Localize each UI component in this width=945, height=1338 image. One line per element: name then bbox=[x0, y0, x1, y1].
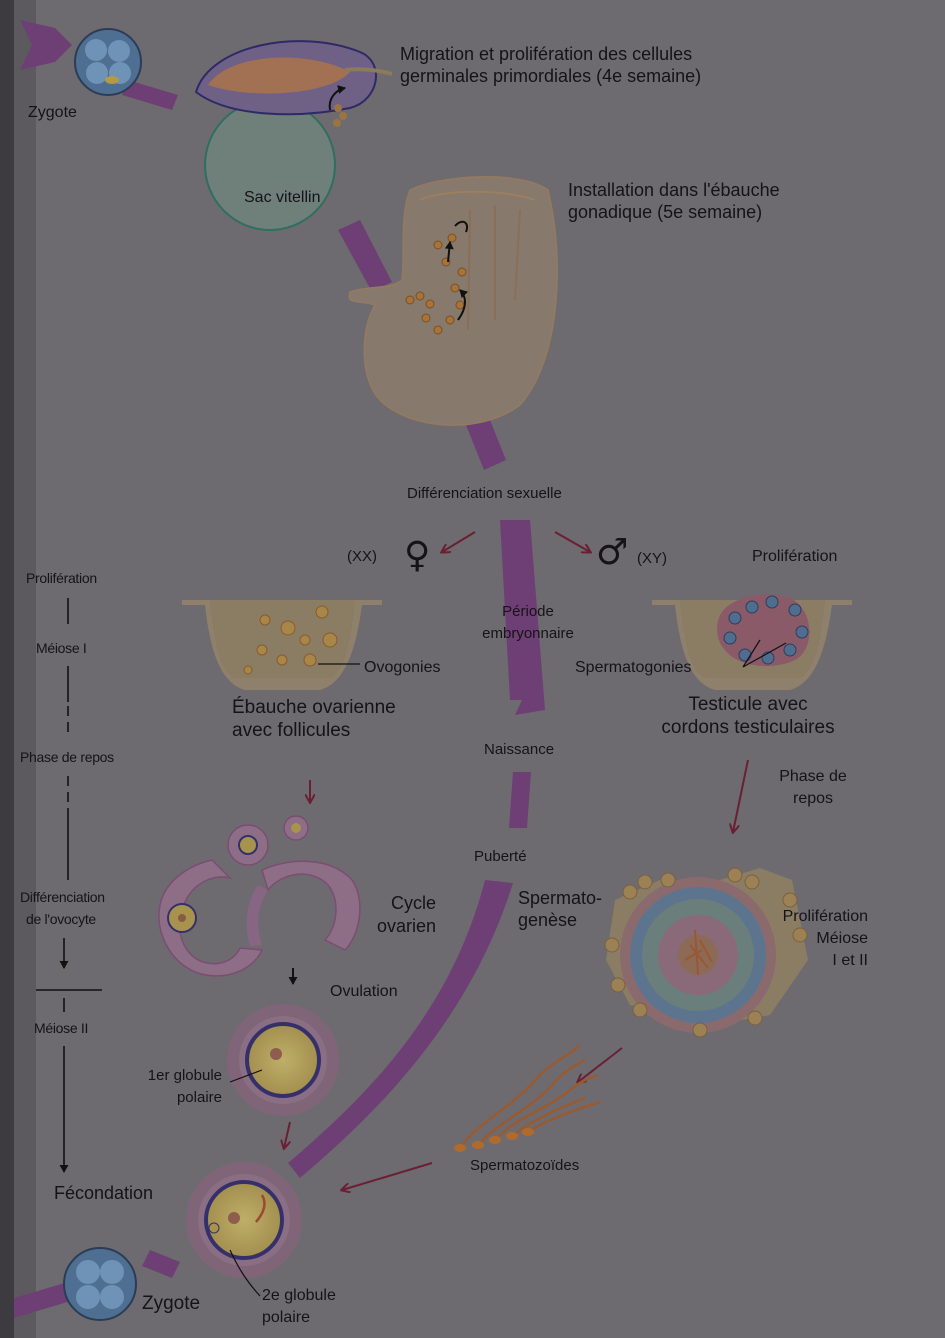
ovarian-cycle-illustration bbox=[159, 816, 360, 976]
periode-label-1: Période bbox=[464, 604, 592, 621]
timeline-proliferation: Prolifération bbox=[26, 571, 97, 587]
installation-label-1: Installation dans l'ébauche bbox=[568, 180, 780, 200]
globule1-label-2: polaire bbox=[110, 1090, 222, 1107]
arrow-to-fertilization bbox=[284, 1122, 290, 1148]
timeline-meiose-1: Méiose I bbox=[36, 641, 87, 657]
male-symbol: ♂ bbox=[596, 533, 628, 573]
puberte-label: Puberté bbox=[474, 849, 527, 866]
phase-repos-label-2: repos bbox=[768, 790, 858, 808]
fecondation-label: Fécondation bbox=[54, 1183, 153, 1203]
spermatozoides-label: Spermatozoïdes bbox=[470, 1158, 579, 1175]
spermatogenese-label-1: Spermato- bbox=[518, 888, 602, 908]
periode-label-2: embryonnaire bbox=[464, 626, 592, 643]
ebauche-label-1: Ébauche ovarienne bbox=[232, 697, 396, 718]
testicule-label-2: cordons testiculaires bbox=[640, 717, 856, 738]
timeline-phase-repos: Phase de repos bbox=[20, 750, 114, 766]
cycle-label-2: ovarien bbox=[340, 916, 436, 936]
timeline-differenciation: Différenciation bbox=[20, 890, 105, 906]
xy-label: (XY) bbox=[637, 551, 667, 568]
fertilized-oocyte-illustration bbox=[186, 1162, 302, 1296]
zygote-bottom-label: Zygote bbox=[142, 1293, 200, 1314]
timeline-axis bbox=[36, 598, 102, 1172]
ovulated-oocyte-illustration bbox=[227, 1004, 339, 1116]
arrow-to-spermatogenesis bbox=[733, 760, 748, 832]
zygote-top-illustration bbox=[75, 29, 141, 95]
ovogonies-label: Ovogonies bbox=[364, 659, 441, 677]
testicule-label-1: Testicule avec bbox=[640, 694, 856, 715]
cycle-label-1: Cycle bbox=[340, 893, 436, 913]
ovulation-label: Ovulation bbox=[330, 983, 398, 1001]
zygote-top-label: Zygote bbox=[28, 104, 77, 122]
gonadal-ridge-illustration bbox=[349, 177, 557, 425]
prolif-meiose-label-2: Méiose bbox=[766, 930, 868, 948]
globule1-label-1: 1er globule bbox=[110, 1068, 222, 1085]
differenciation-label: Différenciation sexuelle bbox=[407, 486, 562, 503]
migration-label-1: Migration et prolifération des cellules bbox=[400, 44, 692, 64]
prolif-meiose-label-1: Prolifération bbox=[766, 908, 868, 926]
installation-label-2: gonadique (5e semaine) bbox=[568, 202, 762, 222]
zygote-bottom-illustration bbox=[64, 1248, 136, 1320]
page-gutter bbox=[0, 0, 14, 1338]
spermatogonies-label: Spermatogonies bbox=[575, 659, 692, 677]
spermatogenese-label-2: genèse bbox=[518, 910, 577, 930]
prolif-meiose-label-3: I et II bbox=[766, 952, 868, 970]
migration-label-2: germinales primordiales (4e semaine) bbox=[400, 66, 701, 86]
arrow-to-spermatozoa bbox=[578, 1048, 622, 1082]
phase-repos-label-1: Phase de bbox=[768, 768, 858, 786]
xx-label: (XX) bbox=[347, 549, 377, 566]
arrow-to-female bbox=[442, 532, 475, 552]
arrow-to-male bbox=[555, 532, 590, 552]
female-symbol: ♀ bbox=[404, 536, 430, 576]
globule2-label-2: polaire bbox=[262, 1309, 310, 1327]
ovary-primordium-illustration bbox=[182, 600, 382, 690]
ebauche-label-2: avec follicules bbox=[232, 720, 350, 741]
sac-vitellin-label: Sac vitellin bbox=[244, 189, 320, 207]
naissance-label: Naissance bbox=[484, 742, 554, 759]
timeline-meiose-2: Méiose II bbox=[34, 1021, 88, 1037]
arrow-to-oocyte bbox=[342, 1163, 432, 1190]
proliferation-label: Prolifération bbox=[752, 548, 837, 566]
globule2-label-1: 2e globule bbox=[262, 1287, 336, 1305]
timeline-ovocyte: de l'ovocyte bbox=[26, 912, 96, 928]
